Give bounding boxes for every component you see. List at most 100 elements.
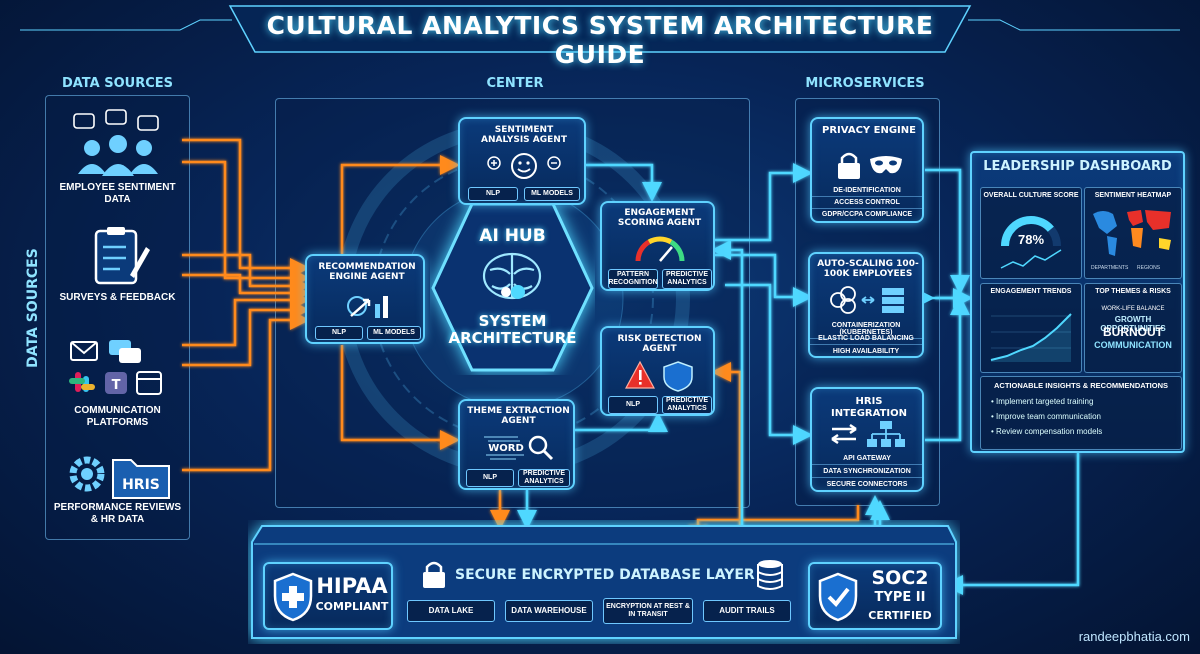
trends-label: ENGAGEMENT TRENDS: [990, 288, 1072, 295]
hris-folder-text: HRIS: [122, 477, 160, 493]
soc2-badge: SOC2 TYPE II CERTIFIED: [808, 562, 942, 630]
culture-score-value: 78%: [1017, 232, 1045, 247]
svg-text:T: T: [112, 378, 121, 393]
hub-title: AI HUB: [479, 226, 546, 246]
recommendation-agent-card: RECOMMENDATION ENGINE AGENT NLP ML MODEL…: [305, 254, 425, 344]
hris-integration-title: HRIS INTEGRATION: [830, 396, 908, 419]
risk-agent-title: RISK DETECTION AGENT: [617, 334, 702, 355]
word-cloud-magnifier-icon: WORD: [484, 435, 554, 461]
trend-line-chart: [990, 313, 1072, 362]
hub-subtitle: SYSTEM ARCHITECTURE: [448, 312, 577, 348]
people-chat-icon: [73, 109, 159, 176]
engagement-agent-card: ENGAGEMENT SCORING AGENT PATTERN RECOGNI…: [600, 201, 715, 291]
word-cloud-text: WORD: [488, 443, 524, 454]
tag-recommendation-nlp: NLP: [315, 326, 363, 340]
world-heatmap-icon: [1093, 210, 1171, 256]
heatmap-label: SENTIMENT HEATMAP: [1094, 192, 1172, 199]
autoscaling-row-high-availability: HIGH AVAILABILITY: [832, 348, 900, 355]
theme-word-burnout: BURNOUT: [1103, 325, 1163, 339]
insights-label: ACTIONABLE INSIGHTS & RECOMMENDATIONS: [993, 381, 1169, 390]
source-label-surveys: SURVEYS & FEEDBACK: [59, 292, 176, 303]
privacy-engine-title: PRIVACY ENGINE: [822, 125, 916, 136]
theme-agent-card: THEME EXTRACTION AGENT WORD NLP PREDICTI…: [458, 399, 575, 490]
privacy-row-access-control: ACCESS CONTROL: [812, 197, 922, 209]
section-label-microservices: MICROSERVICES: [805, 76, 925, 91]
title-banner: [20, 5, 1180, 53]
source-label-employee-sentiment: EMPLOYEE SENTIMENT DATA: [59, 182, 176, 205]
hipaa-big-text: HIPAA: [316, 574, 388, 598]
insight-item: • Implement targeted training: [991, 397, 1094, 406]
gear-folder-icon: HRIS: [69, 456, 170, 499]
insight-text: Implement targeted training: [996, 397, 1094, 406]
soc2-small-text: CERTIFIED: [868, 609, 932, 622]
tag-sentiment-ml: ML MODELS: [524, 187, 580, 201]
engagement-trends-panel: ENGAGEMENT TRENDS: [980, 283, 1082, 373]
leadership-dashboard: LEADERSHIP DASHBOARD OVERALL CULTURE SCO…: [970, 151, 1185, 453]
risk-agent-card: RISK DETECTION AGENT NLP PREDICTIVE ANAL…: [600, 326, 715, 416]
data-sources-list: EMPLOYEE SENTIMENT DATA SURVEYS & FEEDBA…: [45, 100, 190, 540]
top-themes-panel: TOP THEMES & RISKS WORK-LIFE BALANCE GRO…: [1084, 283, 1182, 373]
tag-sentiment-nlp: NLP: [468, 187, 518, 201]
theme-word-worklife: WORK-LIFE BALANCE: [1101, 306, 1165, 312]
hris-row-api-gateway: API GATEWAY: [812, 453, 922, 465]
insight-item: • Review compensation models: [991, 427, 1103, 436]
autoscaling-row-containerization: CONTAINERIZATION (KUBERNETES): [810, 320, 922, 339]
smiley-face-icon: [487, 153, 561, 179]
insight-text: Improve team communication: [996, 412, 1101, 421]
privacy-row-deidentification: DE-IDENTIFICATION: [812, 185, 922, 197]
culture-score-label: OVERALL CULTURE SCORE: [983, 192, 1079, 199]
clipboard-icon: [94, 227, 150, 285]
medical-shield-icon: [273, 572, 313, 622]
database-lock-icon: [423, 561, 445, 588]
tag-recommendation-ml: ML MODELS: [367, 326, 421, 340]
insight-item: • Improve team communication: [991, 412, 1101, 421]
source-label-performance: PERFORMANCE REVIEWS & HR DATA: [53, 502, 182, 525]
hris-row-data-sync: DATA SYNCHRONIZATION: [812, 466, 922, 478]
theme-agent-title: THEME EXTRACTION AGENT: [467, 406, 570, 427]
sentiment-agent-title: SENTIMENT ANALYSIS AGENT: [481, 125, 567, 146]
section-label-center: CENTER: [486, 76, 544, 91]
autoscaling-title: AUTO-SCALING 100-100K EMPLOYEES: [817, 259, 919, 280]
tag-risk-nlp: NLP: [608, 396, 658, 414]
tag-theme-predictive: PREDICTIVE ANALYTICS: [518, 469, 570, 487]
insight-text: Review compensation models: [996, 427, 1103, 436]
hris-row-secure-connectors: SECURE CONNECTORS: [826, 481, 908, 488]
check-shield-icon: [818, 572, 858, 622]
db-item-data-lake: DATA LAKE: [407, 600, 495, 622]
tag-engagement-predictive: PREDICTIVE ANALYTICS: [662, 269, 712, 289]
db-item-data-warehouse: DATA WAREHOUSE: [505, 600, 593, 622]
autoscaling-card: AUTO-SCALING 100-100K EMPLOYEES CONTAINE…: [808, 252, 924, 358]
section-label-data-sources: DATA SOURCES: [61, 76, 174, 91]
watermark-link[interactable]: randeepbhatia.com: [1078, 629, 1190, 644]
culture-score-panel: OVERALL CULTURE SCORE 78%: [980, 187, 1082, 279]
recommendation-agent-title: RECOMMENDATION ENGINE AGENT: [318, 262, 416, 283]
growth-arrow-icon: [347, 296, 388, 318]
soc2-mid-text: TYPE II: [874, 590, 926, 605]
db-item-encryption: ENCRYPTION AT REST & IN TRANSIT: [603, 598, 693, 624]
heatmap-legend-departments: DEPARTMENTS: [1091, 265, 1129, 271]
source-label-communication: COMMUNICATION PLATFORMS: [74, 405, 161, 428]
heatmap-legend-regions: REGIONS: [1137, 265, 1161, 271]
hipaa-badge: HIPAA COMPLIANT: [263, 562, 393, 630]
culture-score-gauge: [1000, 216, 1062, 269]
cloud-servers-icon: [830, 286, 904, 314]
privacy-engine-card: PRIVACY ENGINE DE-IDENTIFICATION ACCESS …: [810, 117, 924, 223]
database-title: SECURE ENCRYPTED DATABASE LAYER: [455, 567, 755, 583]
soc2-big-text: SOC2: [871, 567, 929, 589]
api-network-icon: [831, 421, 905, 447]
sentiment-agent-card: SENTIMENT ANALYSIS AGENT NLP ML MODELS: [458, 117, 586, 205]
tag-risk-predictive: PREDICTIVE ANALYTICS: [662, 396, 712, 414]
insights-panel: ACTIONABLE INSIGHTS & RECOMMENDATIONS • …: [980, 376, 1182, 450]
dashboard-title: LEADERSHIP DASHBOARD: [983, 159, 1172, 174]
hipaa-small-text: COMPLIANT: [315, 600, 389, 613]
tag-theme-nlp: NLP: [466, 469, 514, 487]
warning-shield-icon: [624, 360, 693, 392]
lock-mask-icon: [838, 152, 902, 179]
privacy-row-gdpr: GDPR/CCPA COMPLIANCE: [821, 211, 913, 218]
page-title: CULTURAL ANALYTICS SYSTEM ARCHITECTURE G…: [266, 11, 934, 69]
hris-integration-card: HRIS INTEGRATION API GATEWAY DATA SYNCHR…: [810, 387, 924, 492]
tag-engagement-pattern: PATTERN RECOGNITION: [608, 269, 658, 289]
engagement-agent-title: ENGAGEMENT SCORING AGENT: [617, 208, 702, 229]
sentiment-heatmap-panel: SENTIMENT HEATMAP DEPARTMENTS REGIONS: [1084, 187, 1182, 279]
